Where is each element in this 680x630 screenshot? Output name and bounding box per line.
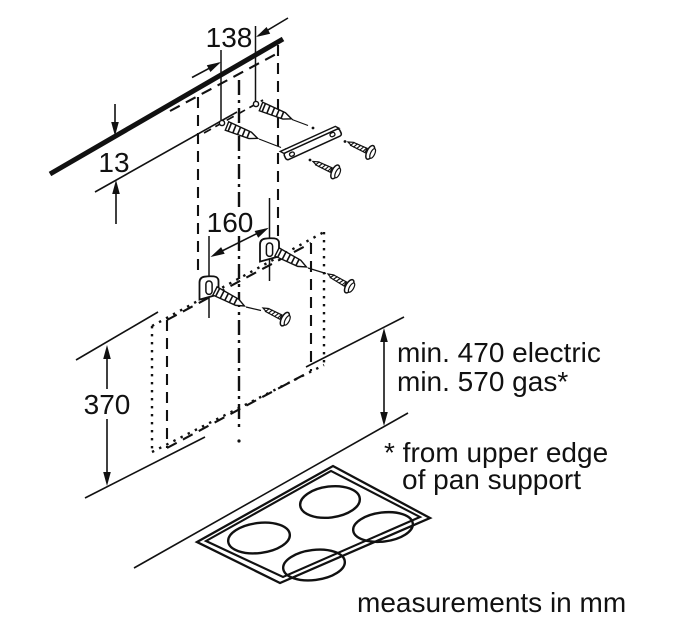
drill-hole [218,119,226,127]
footnote-line1: * from upper edge [384,437,608,468]
wall-plug [224,120,261,144]
drill-hole [252,100,260,108]
wall-plug [258,101,295,124]
dim-160: 160 [207,198,271,318]
dim-138: 138 [191,17,289,120]
clearance-note-line2: min. 570 gas* [397,366,568,397]
lower-reference-line [84,436,206,499]
dim-min-clearance [133,316,409,569]
wall-offset-line [94,111,238,193]
hood-bottom-reference-line [305,316,405,368]
mounting-bracket [278,125,379,182]
dim-370: 370 [75,311,206,499]
cooktop-inner-edge [203,469,423,579]
keyhole-fixings [198,237,358,329]
hood-panel-outline [165,242,313,449]
chimney-outline [169,45,280,276]
dim-13-label: 13 [98,147,129,178]
burner [351,510,415,544]
screw [323,266,358,296]
dim-160-label: 160 [207,207,254,238]
upper-reference-line [75,311,159,361]
screw [344,134,379,162]
keyhole-bracket [259,237,280,263]
template-dotted-outline [150,230,326,454]
clearance-note-line1: min. 470 electric [397,337,601,368]
cooktop [194,464,433,585]
wall-plug [212,286,248,311]
cooktop-outer-edge [194,464,433,585]
burner [298,484,362,520]
dim-13: 13 [98,104,130,224]
dim-138-label: 138 [206,22,253,53]
screw [258,300,294,329]
burner [281,548,347,582]
units-note: measurements in mm [357,587,626,618]
screw [309,154,344,182]
dim-370-label: 370 [84,389,131,420]
burner [226,521,292,555]
worktop-reference-line [133,412,409,569]
center-line [237,80,241,443]
wall-line [48,36,285,177]
footnote-line2: of pan support [402,464,581,495]
